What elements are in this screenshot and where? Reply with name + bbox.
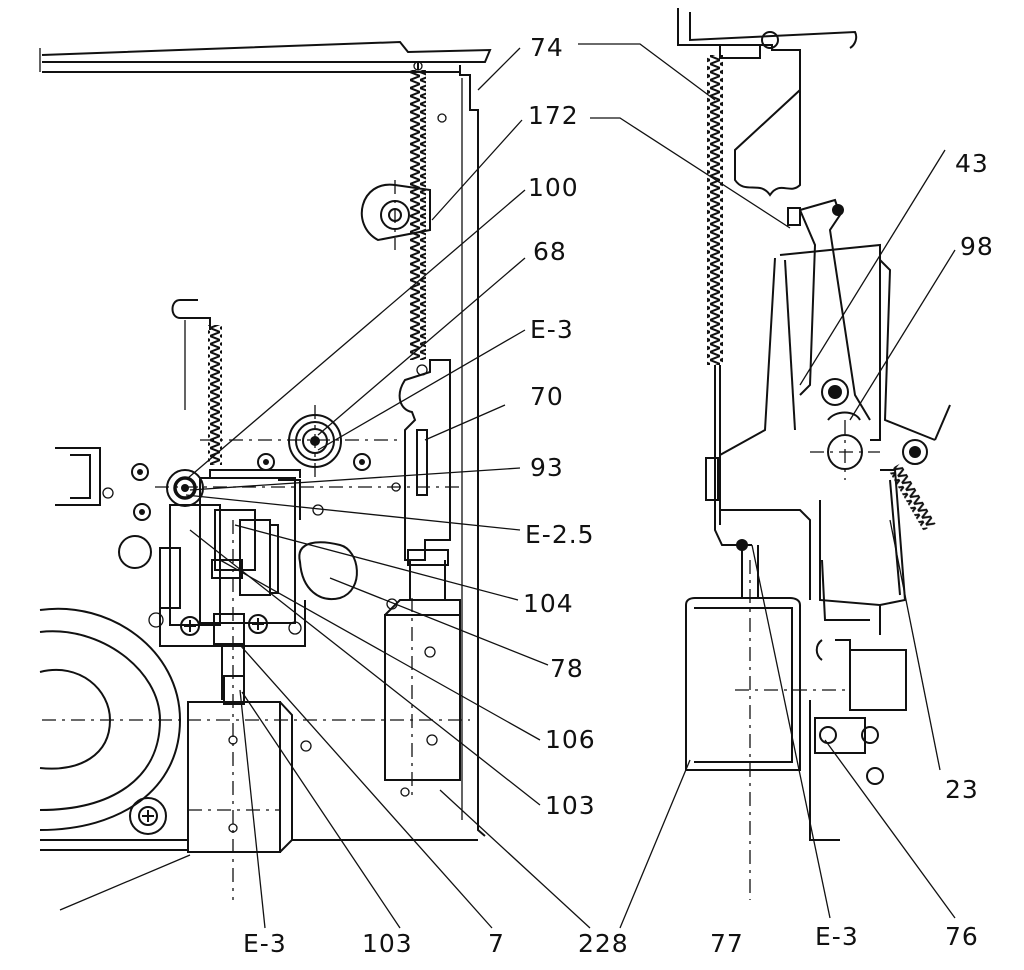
label-104: 104 [523,589,574,618]
label-e3-bottom-left: E-3 [243,929,287,958]
label-7: 7 [488,929,505,958]
label-e3-top: E-3 [530,315,574,344]
label-e3-bottom-right: E-3 [815,922,859,951]
label-103-bottom: 103 [362,929,413,958]
label-100: 100 [528,173,579,202]
label-93: 93 [530,453,564,482]
label-103-right: 103 [545,791,596,820]
spring-23 [888,463,936,531]
label-98: 98 [960,232,994,261]
tension-spring-right [707,55,723,365]
label-78: 78 [550,654,584,683]
leader-lines [59,43,956,929]
pivot-93 [166,469,204,507]
label-106: 106 [545,725,596,754]
screw-cluster [102,453,401,752]
callout-labels: 74 172 100 68 E-3 70 93 E-2.5 104 78 106… [243,33,994,958]
lever-43 [787,198,871,421]
label-23: 23 [945,775,979,804]
right-assembly-view [677,8,951,900]
label-228: 228 [578,929,629,958]
cam-block [118,469,301,645]
label-e25: E-2.5 [525,520,595,549]
label-70: 70 [530,382,564,411]
roller-78 [298,541,358,601]
switch-76 [809,639,907,841]
left-assembly-view [39,40,492,900]
label-74: 74 [530,33,564,62]
lever-70 [398,359,451,561]
label-68: 68 [533,237,567,266]
flywheel [39,607,188,851]
small-spring [208,325,222,465]
tension-spring-left [410,70,426,360]
motor-right [685,539,801,771]
label-43: 43 [955,149,989,178]
label-172: 172 [528,101,579,130]
motor-103 [187,701,293,853]
solenoid-228 [384,549,461,797]
label-76: 76 [945,922,979,951]
label-77: 77 [710,929,744,958]
